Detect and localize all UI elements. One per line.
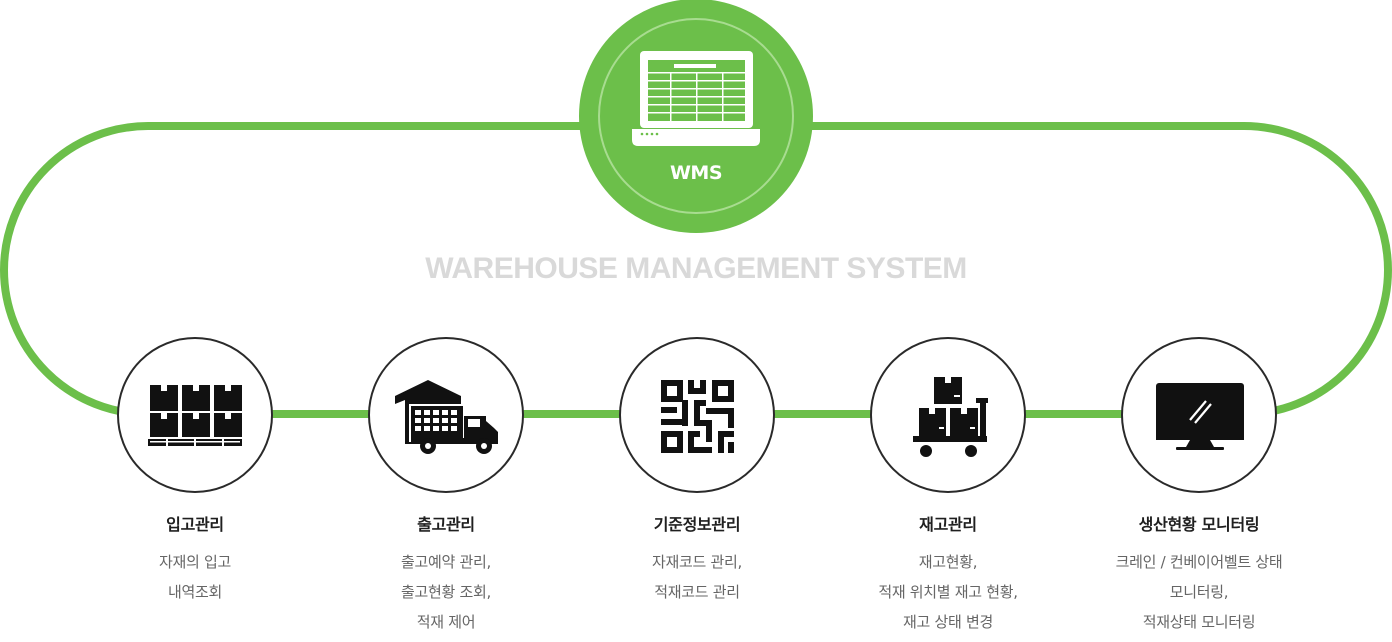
node-desc-line: 자재의 입고 xyxy=(159,553,231,571)
hand-cart-boxes-icon xyxy=(913,377,988,457)
node-description: 크레인 / 컨베이어벨트 상태 모니터링, 적재상태 모니터링 xyxy=(1069,547,1329,637)
node-master: 기준정보관리 자재코드 관리, 적재코드 관리 xyxy=(567,511,827,607)
node-desc-line: 내역조회 xyxy=(167,583,222,601)
qr-code-icon xyxy=(661,380,734,453)
node-desc-line: 크레인 / 컨베이어벨트 상태 xyxy=(1115,553,1283,571)
node-outbound: 출고관리 출고예약 관리, 출고현황 조회, 적재 제어 xyxy=(316,511,576,637)
system-headline: WAREHOUSE MANAGEMENT SYSTEM xyxy=(425,252,967,285)
node-desc-line: 적재 위치별 재고 현황, xyxy=(878,583,1018,601)
node-desc-line: 재고현황, xyxy=(918,553,978,571)
pallet-boxes-icon xyxy=(148,385,242,446)
node-circle-inventory xyxy=(870,337,1026,493)
node-desc-line: 적재 제어 xyxy=(416,613,476,631)
node-desc-line: 출고예약 관리, xyxy=(401,553,491,571)
node-desc-line: 재고 상태 변경 xyxy=(903,613,993,631)
delivery-truck-icon xyxy=(395,380,498,454)
node-inventory: 재고관리 재고현황, 적재 위치별 재고 현황, 재고 상태 변경 xyxy=(818,511,1078,637)
node-inbound: 입고관리 자재의 입고 내역조회 xyxy=(65,511,325,607)
monitor-icon xyxy=(1156,383,1244,450)
node-desc-line: 자재코드 관리, xyxy=(652,553,742,571)
laptop-table-icon xyxy=(632,51,760,146)
wms-hub xyxy=(579,0,813,233)
node-desc-line: 모니터링, xyxy=(1169,583,1229,601)
node-title: 생산현황 모니터링 xyxy=(1138,515,1260,534)
node-desc-line: 출고현황 조회, xyxy=(401,583,491,601)
node-desc-line: 적재상태 모니터링 xyxy=(1142,613,1256,631)
node-title: 입고관리 xyxy=(166,515,224,534)
node-description: 출고예약 관리, 출고현황 조회, 적재 제어 xyxy=(316,547,576,637)
node-description: 재고현황, 적재 위치별 재고 현황, 재고 상태 변경 xyxy=(818,547,1078,637)
node-title: 기준정보관리 xyxy=(653,515,741,534)
node-title: 재고관리 xyxy=(919,515,977,534)
node-production: 생산현황 모니터링 크레인 / 컨베이어벨트 상태 모니터링, 적재상태 모니터… xyxy=(1069,511,1329,637)
node-title: 출고관리 xyxy=(417,515,475,534)
node-desc-line: 적재코드 관리 xyxy=(654,583,740,601)
node-description: 자재코드 관리, 적재코드 관리 xyxy=(567,547,827,607)
node-description: 자재의 입고 내역조회 xyxy=(65,547,325,607)
wms-label: WMS xyxy=(669,162,723,184)
